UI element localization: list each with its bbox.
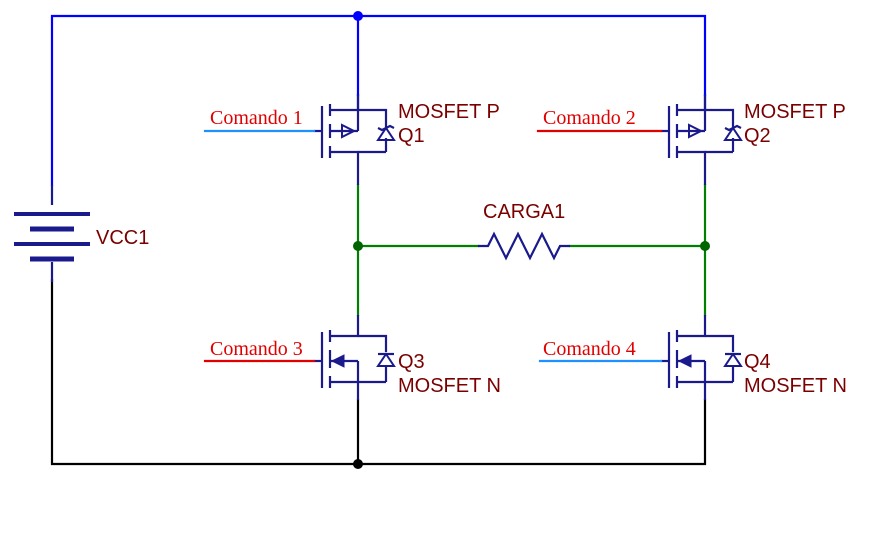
q4-mosfet-symbol — [661, 315, 743, 400]
vcc-net — [50, 11, 707, 187]
q2-type-label: MOSFET P — [744, 101, 846, 123]
left-output-junction — [353, 241, 363, 251]
q4-ref-label: Q4 — [744, 351, 771, 373]
battery-label: VCC1 — [96, 227, 149, 249]
q1-mosfet-symbol — [314, 95, 396, 185]
battery-symbol — [14, 185, 90, 282]
right-output-junction — [700, 241, 710, 251]
q1-command-label: Comando 1 — [210, 107, 303, 129]
q2-ref-label: Q2 — [744, 125, 771, 147]
q3-type-label: MOSFET N — [398, 375, 501, 397]
q3-mosfet-symbol — [314, 315, 396, 400]
ground-net — [50, 278, 707, 469]
q1-type-label: MOSFET P — [398, 101, 500, 123]
vcc-junction-dot — [353, 11, 363, 21]
q4-command-label: Comando 4 — [543, 338, 636, 360]
q3-ref-label: Q3 — [398, 351, 425, 373]
q1-ref-label: Q1 — [398, 125, 425, 147]
load-resistor — [478, 231, 570, 261]
q2-mosfet-symbol — [661, 95, 743, 185]
q3-command-label: Comando 3 — [210, 338, 303, 360]
ground-junction-dot — [353, 459, 363, 469]
q2-command-label: Comando 2 — [543, 107, 636, 129]
q4-type-label: MOSFET N — [744, 375, 847, 397]
load-label: CARGA1 — [483, 201, 565, 223]
output-net — [353, 183, 710, 317]
